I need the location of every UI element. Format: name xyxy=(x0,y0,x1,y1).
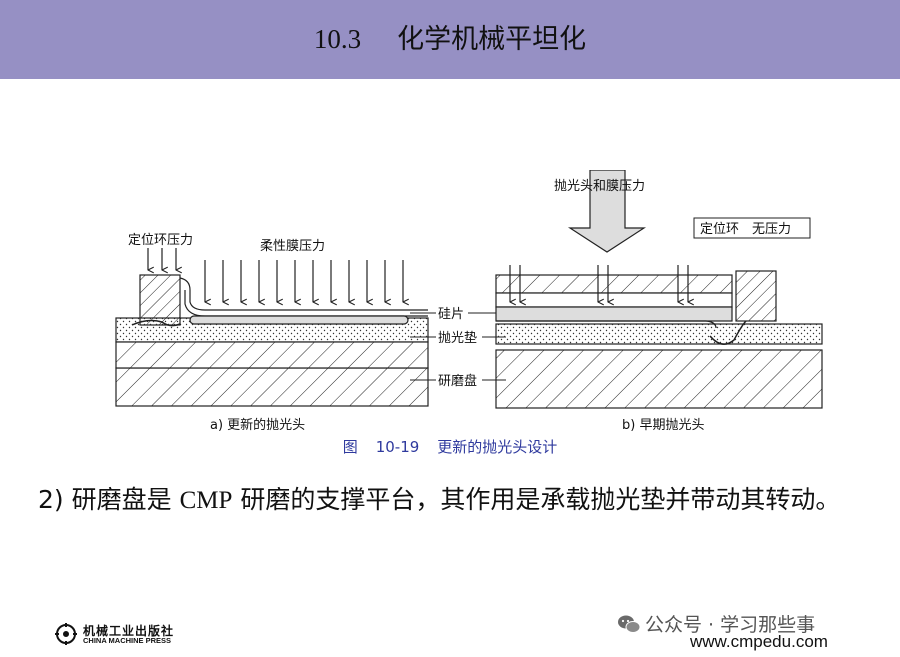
subcaption-a: a) 更新的抛光头 xyxy=(210,417,305,433)
caption-number: 10-19 xyxy=(375,438,420,456)
page-title: 10.3 化学机械平坦化 xyxy=(0,0,900,79)
subcaption-b: b) 早期抛光头 xyxy=(622,418,704,433)
publisher-name: 机械工业出版社 xyxy=(83,624,175,638)
caption-prefix: 图 xyxy=(342,438,358,456)
membrane-pressure-arrows xyxy=(205,260,403,302)
wechat-prefix: 公众号 xyxy=(645,614,703,636)
label-pad: 抛光垫 xyxy=(438,330,477,346)
publisher-logo: 机械工业出版社 CHINA MACHINE PRESS xyxy=(55,622,215,646)
body-paragraph: 2) 研磨盘是 CMP 研磨的支撑平台，其作用是承载抛光垫并带动其转动。 xyxy=(38,478,868,523)
label-retaining-ring-no-pressure: 定位环 无压力 xyxy=(700,222,791,237)
figure-caption: 图 10-19 更新的抛光头设计 xyxy=(0,436,900,457)
retaining-ring-a xyxy=(139,274,181,326)
center-labels: 硅片 抛光垫 研磨盘 xyxy=(410,307,506,389)
wechat-name: 学习那些事 xyxy=(720,614,816,636)
label-head-membrane-pressure: 抛光头和膜压力 xyxy=(554,179,645,194)
body-part-cmp: CMP xyxy=(179,487,233,514)
wafer-b xyxy=(495,306,733,322)
label-wafer: 硅片 xyxy=(438,307,464,322)
distributed-pressure-arrows xyxy=(510,265,688,302)
label-retaining-ring-pressure: 定位环压力 xyxy=(128,233,193,248)
section-title: 化学机械平坦化 xyxy=(397,24,587,55)
diagram-b-early-head: 抛光头和膜压力 定位环 无压力 b) 早期抛光头 xyxy=(495,170,823,433)
publisher-english: CHINA MACHINE PRESS xyxy=(83,636,172,645)
website-url: www.cmpedu.com xyxy=(690,632,828,651)
wafer-a xyxy=(189,315,409,325)
polishing-head-diagram: 定位环压力 柔性膜压力 a) 更新的抛光头 硅片 抛光垫 研磨盘 xyxy=(115,170,823,433)
section-number: 10.3 xyxy=(313,24,362,54)
wechat-dot: · xyxy=(708,614,715,636)
platen-b xyxy=(495,349,823,409)
body-part-3: 研磨的支撑平台，其作用是承载抛光垫并带动其转动。 xyxy=(232,485,841,514)
publisher-logo-icon xyxy=(55,623,77,645)
diagram-a-new-head: 定位环压力 柔性膜压力 a) 更新的抛光头 xyxy=(115,233,429,433)
wechat-watermark: 公众号·学习那些事 xyxy=(617,610,815,637)
head-pressure-arrow-icon xyxy=(567,170,647,253)
retaining-ring-pressure-arrows xyxy=(148,248,176,270)
header-bar xyxy=(0,0,900,79)
platen-a xyxy=(115,367,429,407)
body-part-1: 2) 研磨盘是 xyxy=(38,485,180,514)
pad-b xyxy=(495,323,823,345)
label-platen: 研磨盘 xyxy=(438,373,477,389)
label-membrane-pressure: 柔性膜压力 xyxy=(260,239,325,254)
retaining-ring-b xyxy=(735,270,777,322)
carrier-b xyxy=(495,274,733,294)
caption-text: 更新的抛光头设计 xyxy=(437,438,558,456)
wechat-icon xyxy=(618,615,641,633)
